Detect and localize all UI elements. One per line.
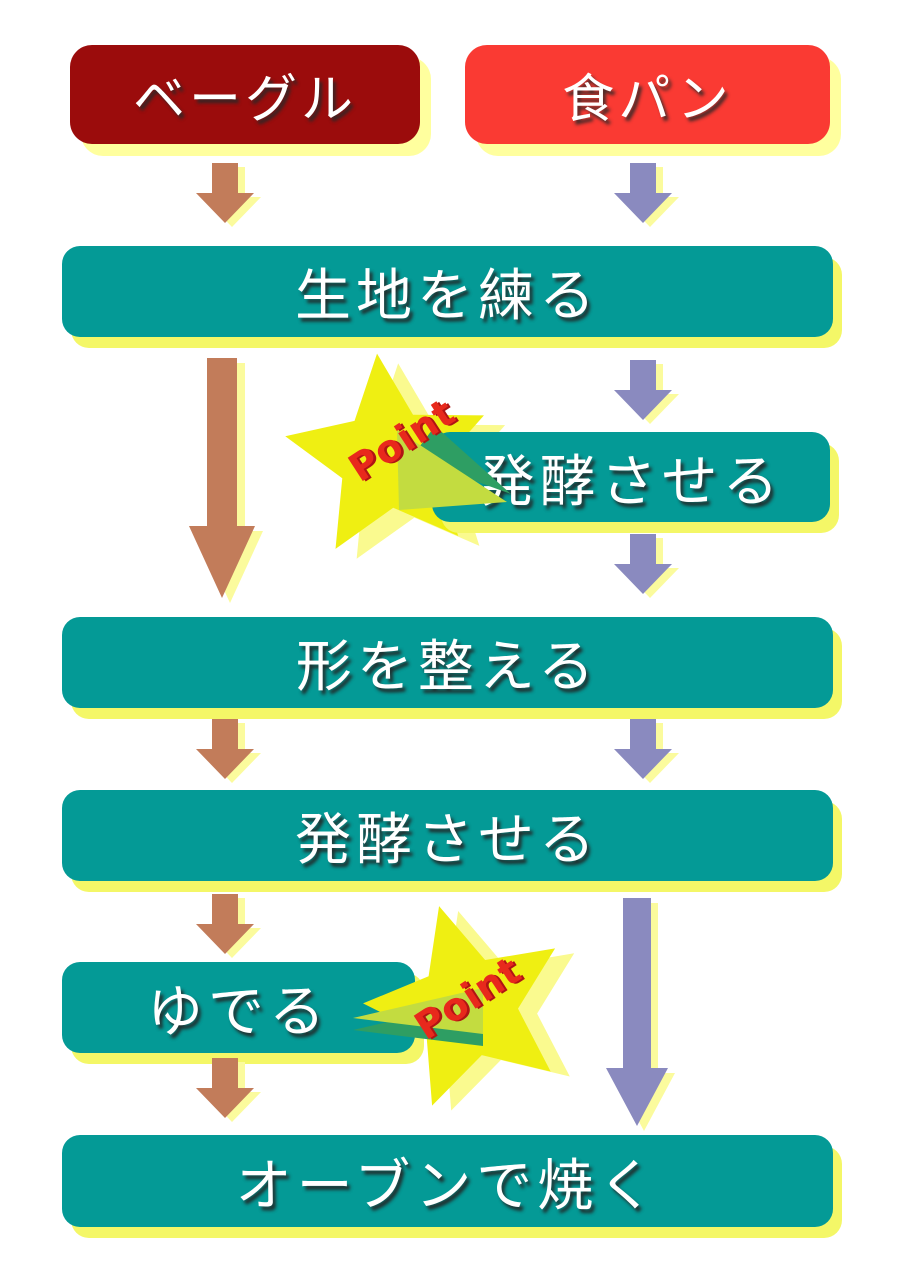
arrow-knead-to-ferment <box>614 360 679 424</box>
point-wedge-2 <box>353 988 483 1046</box>
step-ferment-both: 発酵させる <box>62 790 833 881</box>
step-ferment-bread: 発酵させる <box>432 432 830 522</box>
step-boil: ゆでる <box>62 962 415 1053</box>
header-shokupan-label: 食パン <box>562 71 733 129</box>
header-bagel: ベーグル <box>70 45 420 144</box>
arrow-shape-to-ferment2-left <box>196 719 261 783</box>
step-knead-label: 生地を練る <box>295 264 600 327</box>
arrow-boil-to-bake <box>196 1058 261 1122</box>
step-ferment-bread-label: 発酵させる <box>478 449 784 513</box>
arrow-shokupan-to-knead <box>614 163 679 227</box>
step-shape: 形を整える <box>62 617 833 708</box>
step-bake-label: オーブンで焼く <box>235 1153 660 1217</box>
step-bake: オーブンで焼く <box>62 1135 833 1227</box>
point-wedge-1 <box>397 426 511 510</box>
arrow-ferment-to-shape <box>614 534 679 598</box>
step-ferment-both-label: 発酵させる <box>295 808 600 871</box>
arrow-shape-to-ferment2-right <box>614 719 679 783</box>
step-knead: 生地を練る <box>62 246 833 337</box>
step-boil-label: ゆでる <box>147 980 330 1043</box>
arrow-bagel-long <box>189 358 263 603</box>
header-shokupan: 食パン <box>465 45 830 144</box>
arrow-ferment2-to-boil <box>196 894 261 958</box>
arrow-bread-long <box>606 898 675 1131</box>
arrow-bagel-to-knead <box>196 163 261 227</box>
step-shape-label: 形を整える <box>295 635 600 698</box>
header-bagel-label: ベーグル <box>132 71 357 129</box>
